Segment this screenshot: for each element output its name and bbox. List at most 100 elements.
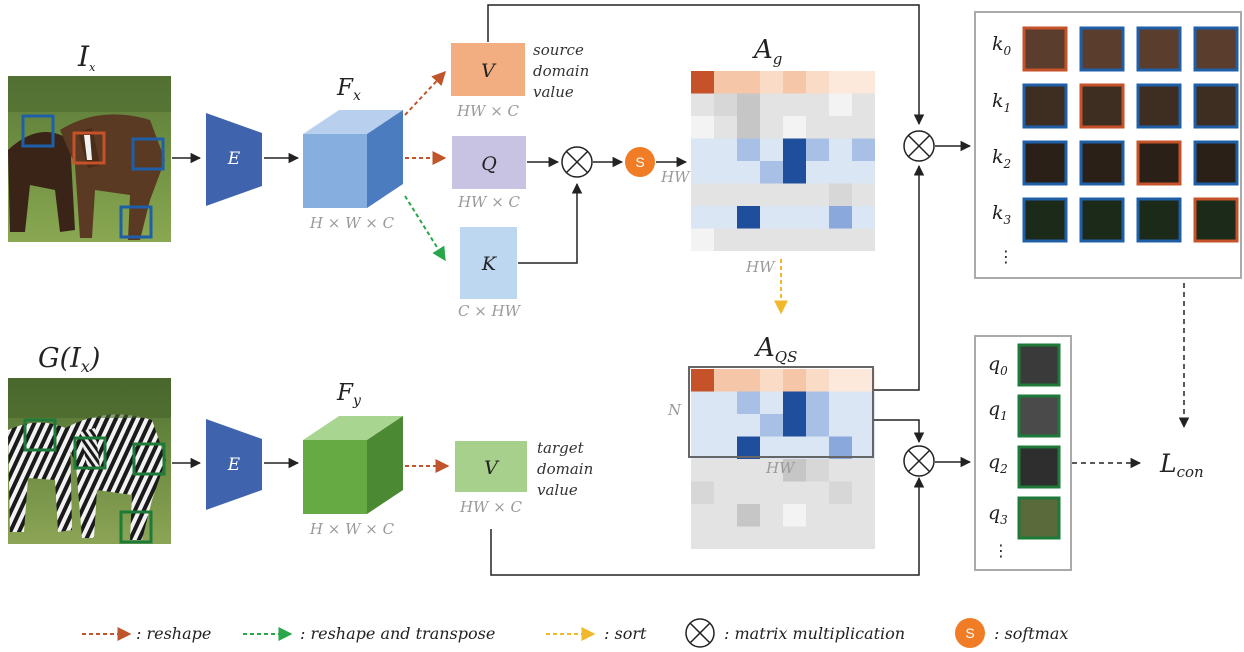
- matrix-cell: [852, 481, 875, 504]
- matmul-queries-icon: [903, 445, 935, 477]
- patch-thumbnail: [1022, 140, 1068, 186]
- matrix-cell: [783, 93, 806, 116]
- matrix-cell: [806, 481, 829, 504]
- patch-thumbnail: [1079, 26, 1125, 72]
- matrix-cell: [737, 206, 760, 229]
- v-target-label: V: [484, 457, 500, 479]
- key-label-3: k3: [992, 202, 1012, 227]
- matrix-cell: [714, 414, 737, 437]
- matrix-cell: [691, 228, 714, 251]
- matrix-cell: [852, 206, 875, 229]
- matrix-cell: [852, 183, 875, 206]
- target-patch-1: [23, 418, 57, 452]
- ag-label: Ag: [752, 35, 782, 68]
- matrix-cell: [852, 161, 875, 184]
- matrix-cell: [760, 414, 783, 437]
- legend-softmax-icon: [955, 618, 985, 648]
- matrix-cell: [829, 391, 852, 414]
- matrix-cell: [852, 228, 875, 251]
- legend-softmax-text: : softmax: [994, 624, 1068, 643]
- matrix-cell: [852, 116, 875, 139]
- matrix-cell: [829, 116, 852, 139]
- source-note-2: domain: [533, 62, 589, 80]
- matrix-cell: [806, 206, 829, 229]
- matrix-cell: [806, 161, 829, 184]
- matrix-cell: [852, 71, 875, 94]
- matrix-cell: [760, 206, 783, 229]
- matrix-cell: [691, 481, 714, 504]
- matrix-cell: [691, 369, 714, 392]
- query-label-2: q2: [988, 451, 1008, 476]
- key-label-1: k1: [992, 90, 1011, 115]
- target-patch-3: [132, 442, 166, 476]
- matrix-cell: [829, 138, 852, 161]
- matrix-cell: [737, 138, 760, 161]
- v-target-box: [455, 441, 527, 492]
- matrix-cell: [691, 206, 714, 229]
- source-horse-image: [8, 76, 171, 242]
- matrix-cell: [806, 504, 829, 527]
- fx-cube: [303, 110, 403, 208]
- source-patch-blue-2: [131, 137, 165, 171]
- v-source-dims: HW × C: [456, 102, 520, 120]
- source-note-1: source: [533, 41, 584, 59]
- matrix-cell: [760, 436, 783, 459]
- matrix-cell: [714, 206, 737, 229]
- matrix-cell: [806, 526, 829, 549]
- matrix-cell: [691, 183, 714, 206]
- softmax-icon: [625, 147, 655, 177]
- matrix-cell: [714, 138, 737, 161]
- matmul-keys-icon: [903, 130, 935, 162]
- matrix-cell: [806, 183, 829, 206]
- matrix-cell: [852, 138, 875, 161]
- q-dims: HW × C: [457, 193, 521, 211]
- matrix-cell: [829, 481, 852, 504]
- matrix-cell: [806, 116, 829, 139]
- matrix-cell: [806, 459, 829, 482]
- matrix-cell: [691, 161, 714, 184]
- fx-label: Fx: [336, 75, 361, 104]
- matrix-cell: [829, 206, 852, 229]
- q-box: [452, 136, 526, 189]
- matrix-cell: [714, 71, 737, 94]
- legend-transpose-text: : reshape and transpose: [300, 624, 495, 643]
- matrix-cell: [691, 526, 714, 549]
- matrix-cell: [760, 138, 783, 161]
- matrix-cell: [691, 138, 714, 161]
- aqs-matrix: [691, 369, 875, 549]
- matrix-cell: [783, 161, 806, 184]
- legend-matmul-text: : matrix multiplication: [724, 624, 905, 643]
- matrix-cell: [783, 391, 806, 414]
- matrix-cell: [806, 414, 829, 437]
- matrix-cell: [760, 116, 783, 139]
- v-source-label: V: [481, 60, 497, 82]
- matrix-cell: [852, 369, 875, 392]
- matrix-cell: [737, 526, 760, 549]
- matrix-cell: [829, 228, 852, 251]
- matrix-cell: [714, 369, 737, 392]
- matrix-cell: [737, 93, 760, 116]
- aqs-hw-label: HW: [765, 459, 796, 477]
- patch-thumbnail: [1022, 26, 1068, 72]
- source-patch-blue-1: [21, 114, 55, 148]
- loss-label: Lcon: [1159, 449, 1204, 481]
- patch-thumbnail: [1193, 83, 1239, 129]
- patch-thumbnail: [1136, 26, 1182, 72]
- target-patch-2: [73, 436, 107, 470]
- matrix-cell: [783, 459, 806, 482]
- v-target-dims: HW × C: [459, 498, 523, 516]
- matrix-cell: [760, 161, 783, 184]
- query-label-0: q0: [988, 353, 1008, 378]
- legend-matmul-icon: [685, 618, 715, 648]
- keys-grid: [1022, 26, 1239, 243]
- matrix-cell: [760, 504, 783, 527]
- matrix-cell: [806, 71, 829, 94]
- patch-thumbnail: [1193, 197, 1239, 243]
- matrix-cell: [783, 414, 806, 437]
- keys-more: ⋮: [998, 247, 1014, 266]
- matrix-cell: [783, 116, 806, 139]
- aqs-label: AQS: [754, 333, 797, 366]
- patch-thumbnail: [1079, 83, 1125, 129]
- encoder-bottom: [206, 419, 262, 510]
